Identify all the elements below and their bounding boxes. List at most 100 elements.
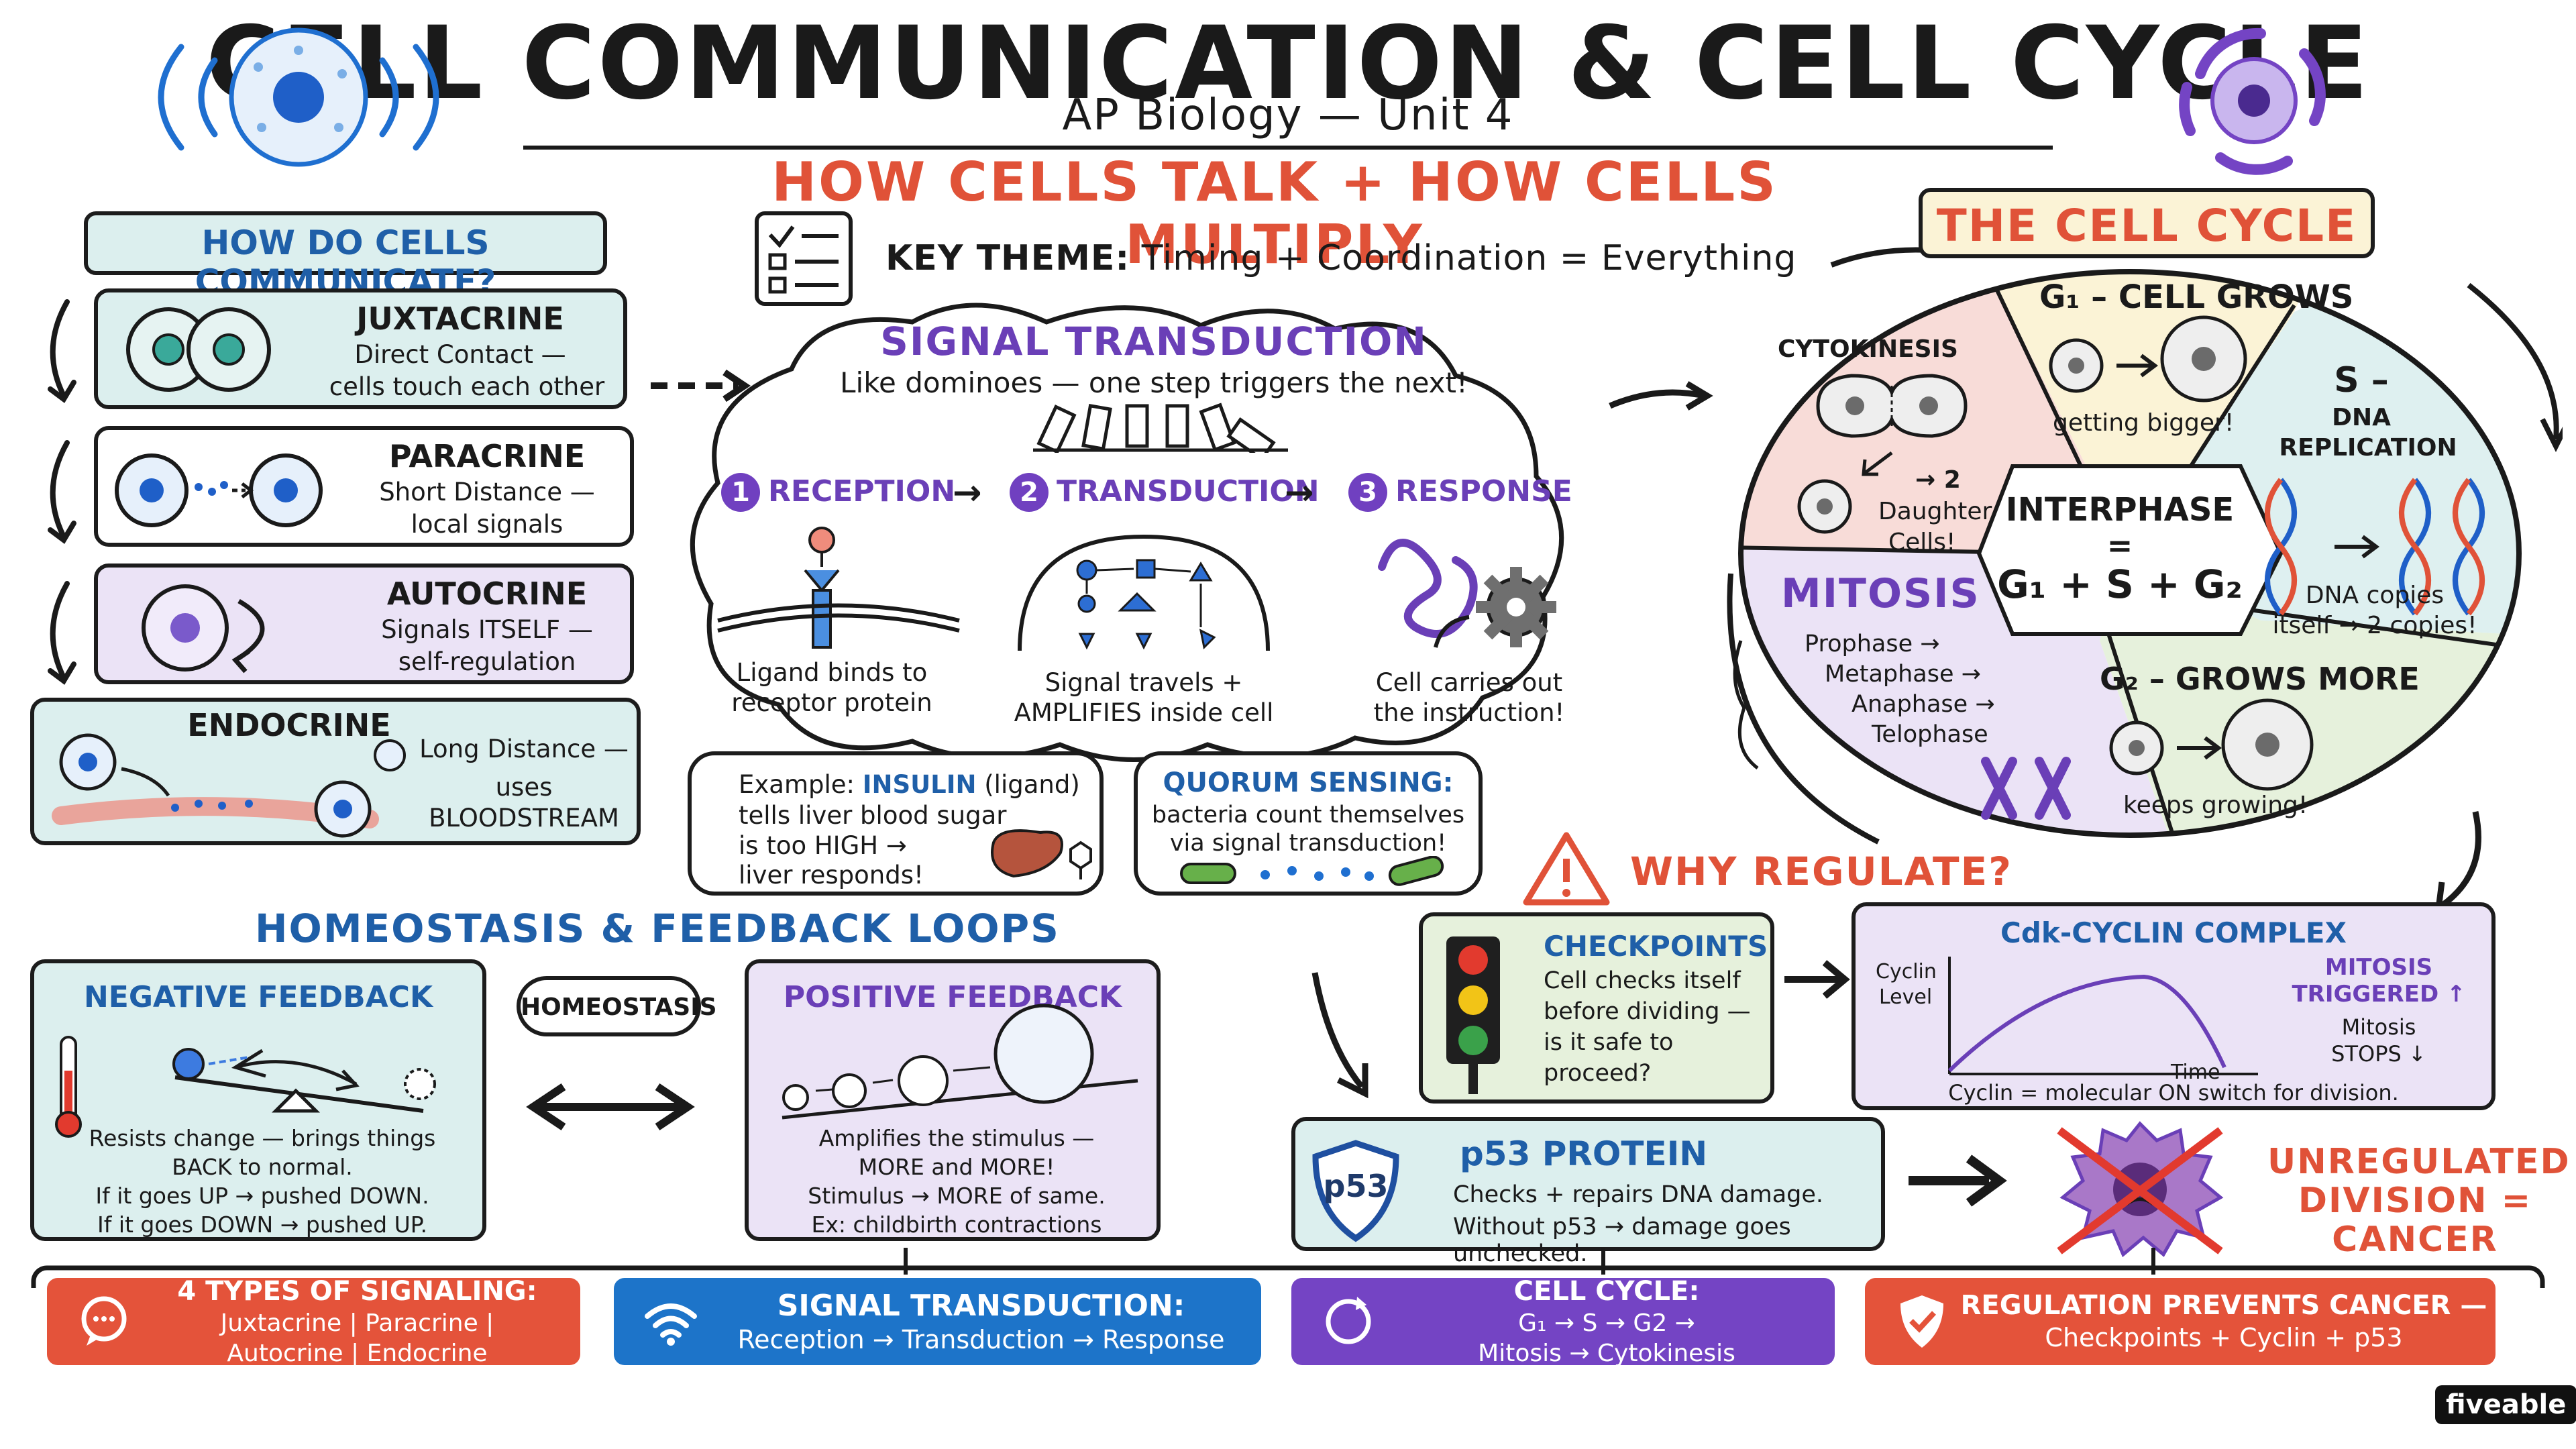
summary-band-cancer: REGULATION PREVENTS CANCER — Checkpoints…	[1865, 1278, 2496, 1365]
transduction-cascade-icon	[1018, 534, 1270, 651]
cdk-caption: Cyclin = molecular ON switch for divisio…	[1948, 1080, 2399, 1106]
cycle-heading-box: THE CELL CYCLE	[1919, 188, 2375, 258]
autocrine-line1: Signals ITSELF —	[381, 615, 593, 644]
mitosis-phase-3: Anaphase →	[1851, 691, 1995, 718]
interphase-title: INTERPHASE	[2005, 491, 2235, 529]
speech-bubble-icon	[74, 1291, 134, 1352]
checkpoints-line2: before dividing —	[1544, 998, 1751, 1025]
interphase-eq: =	[2106, 527, 2133, 564]
negative-feedback-card: NEGATIVE FEEDBACK Resists change — bring…	[30, 959, 486, 1241]
insulin-prefix: Example:	[739, 770, 863, 799]
insulin-word: INSULIN	[862, 770, 977, 799]
negative-line3: If it goes UP → pushed DOWN.	[95, 1183, 429, 1209]
summary-band-signaling: 4 TYPES OF SIGNALING: Juxtacrine | Parac…	[47, 1276, 580, 1367]
step2-label: TRANSDUCTION	[1057, 474, 1320, 508]
warning-icon	[1523, 832, 1610, 906]
cdk-mitosis-1: MITOSIS	[2324, 954, 2433, 981]
positive-line2: MORE and MORE!	[858, 1154, 1055, 1180]
p53-line2: Without p53 → damage goes unchecked.	[1453, 1214, 1791, 1267]
paracrine-line2: local signals	[411, 510, 564, 539]
p53-line1: Checks + repairs DNA damage.	[1453, 1181, 1824, 1208]
juxtacrine-card: JUXTACRINE Direct Contact — cells touch …	[94, 288, 627, 409]
checklist-icon	[755, 211, 853, 306]
key-theme-text: Timing + Coordination = Everything	[1141, 238, 1797, 278]
cytokinesis-desc1: → 2	[1915, 466, 1961, 494]
cancer-cell-icon	[2057, 1121, 2224, 1258]
arrow-to-checkpoints	[1311, 972, 1368, 1099]
negative-line4: If it goes DOWN → pushed UP.	[97, 1212, 427, 1238]
traffic-light-icon	[1446, 936, 1500, 1094]
positive-line3: Stimulus → MORE of same.	[808, 1183, 1106, 1209]
arrow-step-2-3: →	[1285, 473, 1314, 513]
g1-title: G₁ – CELL GROWS	[2039, 278, 2354, 316]
cycle-heading: THE CELL CYCLE	[1936, 200, 2357, 252]
step2-number: 2	[1010, 473, 1049, 512]
band4-line1: REGULATION PREVENTS CANCER —	[1960, 1290, 2487, 1322]
communicate-heading-box: HOW DO CELLS COMMUNICATE?	[84, 211, 607, 301]
checkpoints-card: CHECKPOINTS Cell checks itself before di…	[1419, 912, 1774, 1104]
insulin-line1: Example: INSULIN (ligand)	[739, 770, 1080, 799]
mitosis-phase-2: Metaphase →	[1825, 661, 1981, 688]
juxtacrine-line1: Direct Contact —	[354, 340, 566, 369]
signaling-cell-icon	[158, 28, 439, 167]
insulin-line2: tells liver blood sugar	[739, 801, 1007, 830]
step3-number: 3	[1348, 473, 1387, 512]
title-underline	[523, 146, 2053, 150]
band3-line3: Mitosis → Cytokinesis	[1478, 1340, 1735, 1367]
step3-label: RESPONSE	[1395, 474, 1572, 508]
quorum-title: QUORUM SENSING:	[1163, 767, 1454, 798]
cancer-line1: UNREGULATED	[2267, 1142, 2571, 1182]
juxtacrine-title: JUXTACRINE	[356, 301, 564, 337]
receptor-icon	[717, 527, 960, 649]
insulin-example-card: Example: INSULIN (ligand) tells liver bl…	[688, 751, 1104, 896]
band3-line2: G₁ → S → G2 →	[1518, 1309, 1695, 1337]
checkpoints-line3: is it safe to	[1544, 1029, 1674, 1056]
snowball-icon	[782, 1004, 1138, 1120]
step2-desc1: Signal travels +	[1044, 668, 1243, 697]
endocrine-card: ENDOCRINE Long Distance — uses BLOODSTRE…	[30, 698, 641, 845]
summary-band-transduction: SIGNAL TRANSDUCTION: Reception → Transdu…	[614, 1278, 1261, 1365]
step1-desc1: Ligand binds to	[736, 658, 928, 687]
cycle-arrow-icon	[1318, 1291, 1379, 1352]
s-desc2: itself → 2 copies!	[2272, 612, 2477, 639]
cytokinesis-desc3: Cells!	[1888, 529, 1956, 556]
checkpoints-line4: proceed?	[1544, 1060, 1652, 1087]
cancer-line2: DIVISION =	[2298, 1181, 2532, 1221]
cycle-cell-icon	[2179, 28, 2326, 175]
bacteria-icon	[1180, 856, 1444, 886]
paracrine-cells-icon	[115, 453, 323, 527]
paracrine-card: PARACRINE Short Distance — local signals	[94, 426, 634, 547]
g2-desc: keeps growing!	[2123, 792, 2308, 819]
p53-card: p53 p53 PROTEIN Checks + repairs DNA dam…	[1291, 1117, 1885, 1267]
step1-label: RECEPTION	[768, 474, 956, 508]
g1-desc: getting bigger!	[2053, 409, 2235, 437]
seesaw-icon	[55, 1036, 436, 1138]
s-title3: REPLICATION	[2279, 434, 2457, 462]
homeostasis-center-label: HOMEOSTASIS	[517, 976, 717, 1036]
endocrine-line1: Long Distance —	[419, 735, 629, 763]
insulin-suffix: (ligand)	[976, 770, 1080, 799]
tagline: HOW CELLS TALK + HOW CELLS MULTIPLY	[771, 151, 1778, 276]
step1-number: 1	[721, 473, 760, 512]
key-theme: KEY THEME: Timing + Coordination = Every…	[885, 238, 1796, 278]
step3-desc2: the instruction!	[1373, 698, 1565, 727]
dominoes-icon	[1033, 402, 1288, 453]
paracrine-title: PARACRINE	[388, 438, 586, 474]
autocrine-cell-icon	[142, 584, 265, 674]
cancer-line3: CANCER	[2332, 1220, 2498, 1260]
positive-title: POSITIVE FEEDBACK	[783, 980, 1122, 1014]
checkpoints-title: CHECKPOINTS	[1544, 930, 1768, 963]
arrow-to-signal	[651, 369, 751, 402]
step3-desc1: Cell carries out	[1375, 668, 1563, 697]
g2-title: G₂ – GROWS MORE	[2100, 661, 2420, 697]
arrow-to-cancer	[1909, 1155, 2007, 1207]
interphase-formula: G₁ + S + G₂	[1997, 561, 2243, 607]
positive-line1: Amplifies the stimulus —	[818, 1125, 1095, 1151]
endocrine-bloodstream-icon	[52, 733, 406, 838]
page-subtitle: AP Biology — Unit 4	[1062, 91, 1514, 140]
signal-subheading: Like dominoes — one step triggers the ne…	[840, 366, 1468, 399]
step1-desc2: receptor protein	[731, 688, 932, 717]
p53-title: p53 PROTEIN	[1460, 1134, 1708, 1173]
